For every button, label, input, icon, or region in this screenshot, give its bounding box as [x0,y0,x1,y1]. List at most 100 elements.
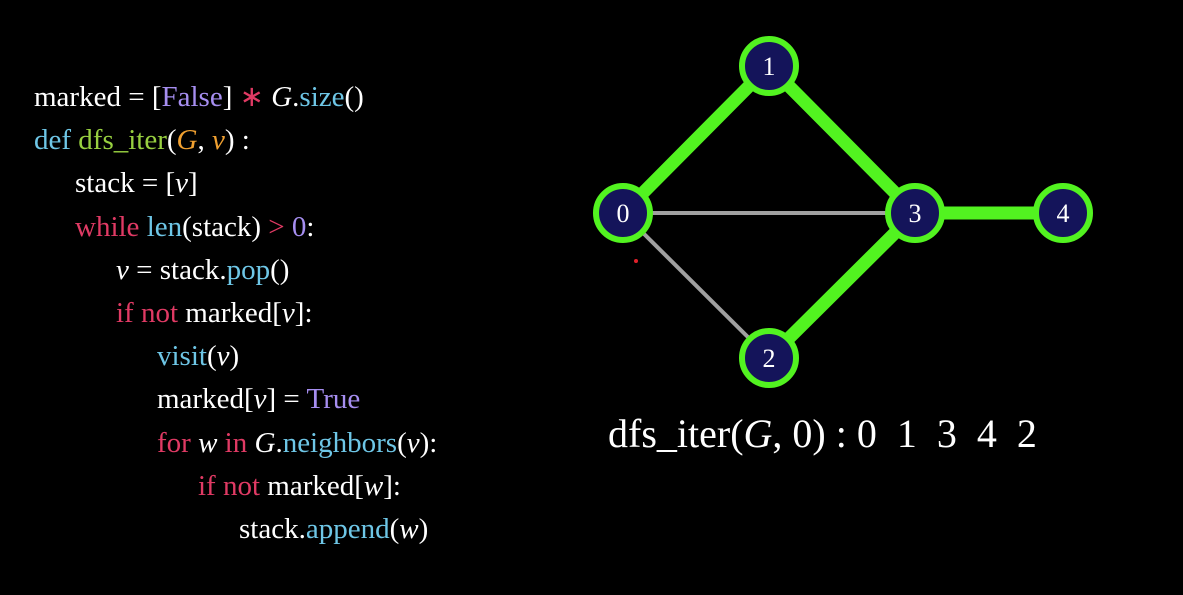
code-token: ) [229,340,240,373]
code-token: G [176,124,198,157]
code-token: . [292,81,300,113]
code-line: for w in G.neighbors(v): [34,422,437,465]
code-token: v [253,383,267,416]
code-token: neighbors [282,426,398,459]
code-token: size [299,81,345,113]
result-close-paren: ) [812,411,826,456]
node-label: 0 [617,199,630,228]
code-token: v [175,167,188,200]
code-token: ] [222,81,233,113]
code-token: pop [226,253,271,286]
node-label: 4 [1057,199,1070,228]
code-token: = [ [134,167,176,200]
code-token: ] = [266,383,307,416]
code-line: if not marked[w]: [34,465,437,508]
code-token: append [305,512,390,545]
result-visit-order: 0 1 3 4 2 [856,411,1037,456]
node-label: 2 [763,344,776,373]
code-token: w [363,469,384,502]
code-token: False [161,81,223,113]
graph-nodes: 0 1 2 3 4 [593,36,1093,388]
code-token: dfs_iter [78,124,167,157]
node-circle [1033,183,1093,243]
code-line: stack = [v] [34,162,437,205]
code-token: marked[ [185,296,282,329]
code-token: . [275,426,283,459]
node-circle [739,328,799,388]
code-token: marked [34,81,121,113]
code-token: v [281,296,295,329]
code-token: if not [198,469,268,502]
code-token: w [198,426,218,459]
node-1: 1 [739,36,799,96]
code-token: ] [187,167,198,200]
code-token: : [306,210,315,243]
code-line: marked[v] = True [34,378,437,421]
code-token: len [146,210,183,243]
code-token: ]: [383,469,401,502]
code-token: if not [116,296,186,329]
result-arg-graph: G [743,411,773,456]
code-token: stack [75,167,135,200]
code-line: v = stack.pop() [34,249,437,292]
node-circle [739,36,799,96]
result-open-paren: ( [730,411,744,456]
code-token: v [406,426,420,459]
code-token: v [216,340,230,373]
code-token: = [120,81,152,113]
node-3: 3 [885,183,945,243]
node-label: 3 [909,199,922,228]
code-line: while len(stack) > 0: [34,206,437,249]
code-line: def dfs_iter(G, v) : [34,119,437,162]
code-token: visit [157,340,207,373]
code-token: in [217,426,255,459]
code-token: v [116,253,129,286]
code-token: ∗ [232,81,272,113]
code-token: stack. [239,512,306,545]
code-block: marked = [False] ∗ G.size()def dfs_iter(… [34,76,437,551]
edge-1-3 [762,59,922,220]
code-token: ) : [224,124,250,157]
code-token: ( [389,512,400,545]
code-token: v [212,124,225,157]
result-sep: , [772,411,793,456]
code-line: marked = [False] ∗ G.size() [34,76,437,119]
code-token: (stack) [182,210,262,243]
code-token: ]: [294,296,313,329]
node-circle [885,183,945,243]
traversal-result: dfs_iter(G, 0) : 0 1 3 4 2 [608,408,1037,460]
code-token: marked[ [157,383,254,416]
code-line: stack.append(w) [34,508,437,551]
code-token: [ [151,81,162,113]
edge-0-2 [621,211,771,360]
node-circle [593,183,653,243]
node-label: 1 [763,52,776,81]
code-token: def [34,124,79,157]
code-token: () [270,253,290,286]
code-token: ) [418,512,429,545]
node-0: 0 [593,183,653,243]
cursor-dot [634,259,638,263]
code-token: () [344,81,364,113]
result-arg-start: 0 [792,411,813,456]
code-token: , [197,124,212,157]
code-token: 0 [291,210,307,243]
code-token: for [157,426,199,459]
code-token: w [399,512,419,545]
node-4: 4 [1033,183,1093,243]
code-token: ): [419,426,438,459]
edge-2-3 [762,206,922,365]
edge-0-1 [616,59,776,220]
code-token: marked[ [267,469,364,502]
code-line: visit(v) [34,335,437,378]
graph-edges [616,59,1070,365]
node-2: 2 [739,328,799,388]
code-line: if not marked[v]: [34,292,437,335]
code-token: > [261,210,292,243]
result-colon: : [825,411,857,456]
code-token: while [75,210,147,243]
result-fn: dfs_iter [608,411,731,456]
code-token: G [254,426,276,459]
code-token: ( [397,426,407,459]
